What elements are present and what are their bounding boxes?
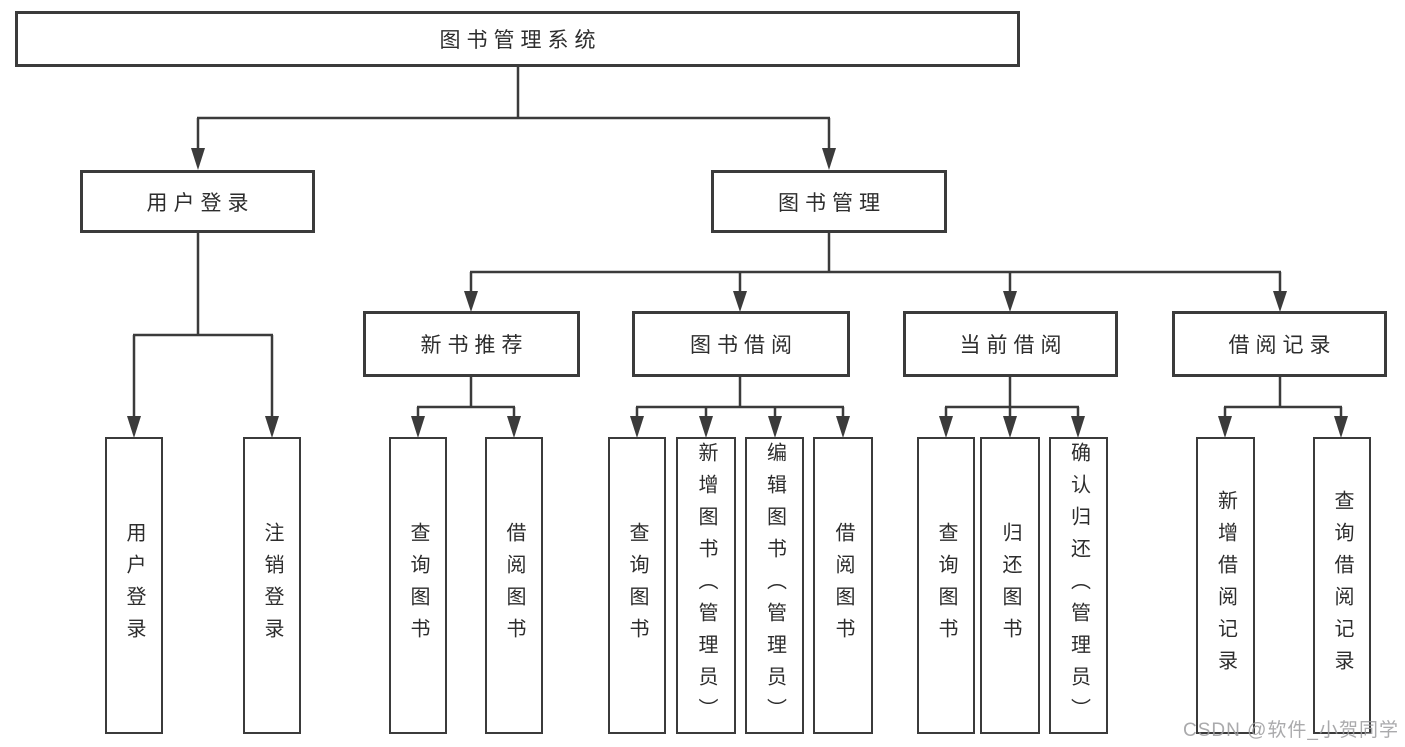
node-user-login-label: 用户登录 (146, 191, 255, 215)
leaf-add-book-admin: 新增图书（管理员） (676, 437, 736, 734)
leaf-return-books: 归还图书 (980, 437, 1040, 734)
leaf-return-books-label: 归还图书 (999, 521, 1021, 650)
arrowhead-icon (699, 416, 713, 438)
leaf-add-borrow-record-label: 新增借阅记录 (1214, 489, 1237, 682)
edge-user-login-children (132, 231, 274, 420)
arrowhead-icon (1003, 291, 1017, 312)
arrowhead-icon (127, 416, 141, 438)
arrowhead-icon (191, 148, 205, 170)
leaf-query-books-current-label: 查询图书 (935, 521, 957, 650)
node-book-management: 图书管理 (711, 170, 947, 233)
leaf-logout: 注销登录 (243, 437, 301, 734)
arrowhead-icon (768, 416, 782, 438)
arrowhead-icon (1334, 416, 1348, 438)
arrowhead-icon (1003, 416, 1017, 438)
leaf-query-books-borrowing: 查询图书 (608, 437, 666, 734)
arrowhead-icon (464, 291, 478, 312)
leaf-add-borrow-record: 新增借阅记录 (1196, 437, 1255, 734)
leaf-query-books-recommend-label: 查询图书 (407, 521, 429, 650)
node-new-book-recommend: 新书推荐 (363, 311, 580, 377)
arrowhead-icon (265, 416, 279, 438)
arrowhead-icon (939, 416, 953, 438)
leaf-edit-book-admin-label: 编辑图书（管理员） (763, 441, 786, 730)
leaf-borrow-books-recommend-label: 借阅图书 (503, 521, 525, 650)
edge-book-management-children (469, 231, 1282, 294)
leaf-query-books-current: 查询图书 (917, 437, 975, 734)
node-book-borrowing-label: 图书借阅 (690, 334, 798, 357)
arrowhead-icon (1273, 291, 1287, 312)
edge-book-borrowing-children (635, 375, 845, 420)
arrowhead-icon (411, 416, 425, 438)
node-new-book-recommend-label: 新书推荐 (420, 334, 529, 357)
edge-current-borrowing-children (944, 375, 1080, 420)
leaf-borrow-books-borrowing: 借阅图书 (813, 437, 873, 734)
node-user-login: 用户登录 (80, 170, 315, 233)
arrowheads (127, 148, 1348, 438)
leaf-logout-label: 注销登录 (261, 521, 283, 650)
node-root-label: 图书管理系统 (439, 29, 602, 52)
arrowhead-icon (733, 291, 747, 312)
edge-borrowing-records-children (1223, 375, 1343, 420)
node-book-borrowing: 图书借阅 (632, 311, 850, 377)
node-current-borrowing: 当前借阅 (903, 311, 1118, 377)
node-current-borrowing-label: 当前借阅 (959, 334, 1068, 357)
node-book-management-label: 图书管理 (778, 191, 886, 215)
leaf-confirm-return-admin: 确认归还（管理员） (1049, 437, 1108, 734)
leaf-query-books-borrowing-label: 查询图书 (626, 521, 648, 650)
leaf-user-login: 用户登录 (105, 437, 163, 734)
edge-new-book-recommend-children (416, 375, 516, 420)
leaf-query-borrow-record: 查询借阅记录 (1313, 437, 1371, 734)
leaf-borrow-books-borrowing-label: 借阅图书 (832, 521, 854, 650)
arrowhead-icon (507, 416, 521, 438)
edge-root-to-level2 (196, 66, 831, 152)
leaf-confirm-return-admin-label: 确认归还（管理员） (1067, 441, 1090, 730)
leaf-query-borrow-record-label: 查询借阅记录 (1331, 489, 1353, 682)
arrowhead-icon (1071, 416, 1085, 438)
arrowhead-icon (822, 148, 836, 170)
node-borrowing-records: 借阅记录 (1172, 311, 1387, 377)
leaf-query-books-recommend: 查询图书 (389, 437, 447, 734)
leaf-edit-book-admin: 编辑图书（管理员） (745, 437, 804, 734)
leaf-borrow-books-recommend: 借阅图书 (485, 437, 543, 734)
arrowhead-icon (1218, 416, 1232, 438)
leaf-add-book-admin-label: 新增图书（管理员） (695, 441, 717, 730)
node-borrowing-records-label: 借阅记录 (1228, 334, 1337, 357)
leaf-user-login-label: 用户登录 (123, 521, 145, 650)
arrowhead-icon (630, 416, 644, 438)
watermark: CSDN @软件_小贺同学 (1183, 720, 1399, 741)
connector-edges (132, 66, 1343, 420)
arrowhead-icon (836, 416, 850, 438)
node-root: 图书管理系统 (15, 11, 1020, 67)
